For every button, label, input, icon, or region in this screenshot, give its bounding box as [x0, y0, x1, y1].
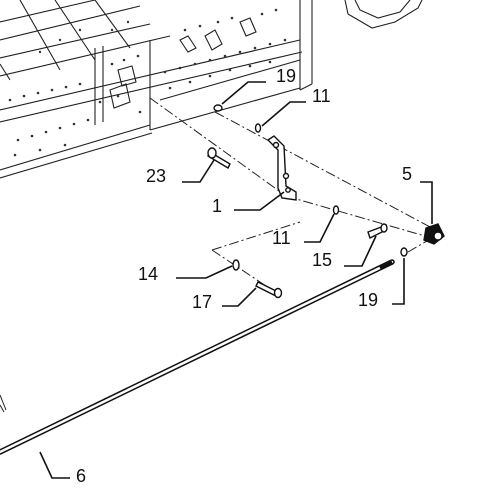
- part-11-washer-lower: [332, 205, 340, 215]
- leader-lines: [39, 81, 433, 479]
- callout-15: 15: [312, 250, 332, 270]
- part-1-bracket: [266, 135, 297, 201]
- part-23-bolt: [207, 147, 231, 169]
- callout-1: 1: [212, 196, 222, 216]
- frame-stipple: [8, 8, 287, 157]
- part-14-washer: [232, 259, 240, 271]
- callout-14: 14: [138, 264, 158, 284]
- part-11-washer-top: [254, 123, 262, 133]
- callout-17: 17: [192, 292, 212, 312]
- callout-6: 6: [76, 466, 86, 486]
- part-19-nut-top: [213, 104, 223, 112]
- machine-frame: [0, 0, 423, 179]
- callout-19-top: 19: [276, 66, 296, 86]
- part-15-pin: [367, 223, 388, 239]
- callout-19-lower: 19: [358, 290, 378, 310]
- part-5-swivel: [423, 223, 445, 245]
- callout-11-lower: 11: [272, 228, 291, 248]
- part-6-rod: [0, 259, 395, 455]
- part-17-bolt: [255, 281, 283, 299]
- callout-11-top: 11: [312, 86, 331, 106]
- callout-numbers: 19 11 23 1 5 11 15 14 17 19 6: [76, 66, 412, 486]
- callout-23: 23: [146, 166, 166, 186]
- part-19-nut-lower: [400, 247, 408, 257]
- callout-5: 5: [402, 164, 412, 184]
